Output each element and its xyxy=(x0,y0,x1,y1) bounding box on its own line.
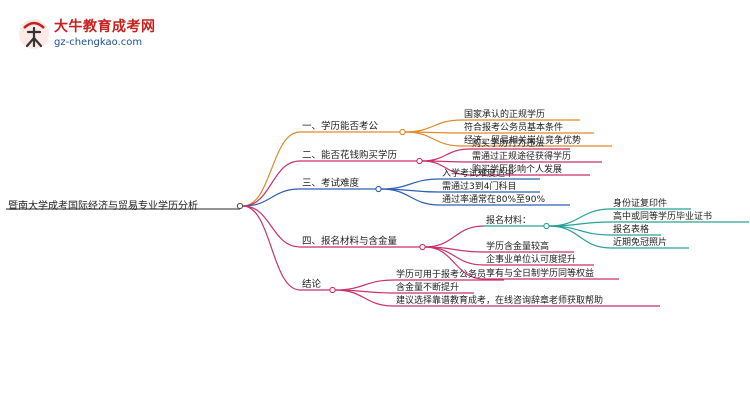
child-node-2-2[interactable]: 需通过正规途径获得学历 xyxy=(472,150,571,162)
child-node-2-3[interactable]: 购买学历影响个人发展 xyxy=(472,163,562,175)
child-edge-1-1 xyxy=(404,119,463,133)
grandchild-node-2[interactable]: 高中或同等学历毕业证书 xyxy=(613,210,712,222)
mind-map-edges xyxy=(6,119,749,307)
child-node-2-1[interactable]: 购买学历行为违法 xyxy=(472,137,544,149)
branch-node-dot-1[interactable] xyxy=(399,128,406,136)
child-node-1-2[interactable]: 符合报考公务员基本条件 xyxy=(464,121,563,133)
child-edge-5-3 xyxy=(334,289,395,307)
mind-map-nodes: 暨南大学成考国际经济与贸易专业学历分析 一、学历能否考公 国家承认的正规学历符合报… xyxy=(8,108,712,306)
child-node-5-2[interactable]: 含金量不断提升 xyxy=(396,281,459,293)
branch-node-4[interactable]: 四、报名材料与含金量 xyxy=(302,235,398,247)
child-edge-2-1 xyxy=(421,148,471,162)
child-edge-4-1 xyxy=(424,225,485,248)
grandchild-edge-2 xyxy=(548,221,612,227)
child-node-3-3[interactable]: 通过率通常在80%至90% xyxy=(442,193,545,205)
branch-edge-4 xyxy=(242,205,301,248)
child-node-5-1[interactable]: 学历可用于报考公务员 xyxy=(396,268,486,280)
child-edge-1-3 xyxy=(404,131,463,147)
brand-name: 大牛教育成考网 xyxy=(54,19,156,35)
branch-node-2[interactable]: 二、能否花钱购买学历 xyxy=(302,149,397,161)
child-edge-2-3 xyxy=(421,160,471,176)
grandchild-node-4[interactable]: 近期免冠照片 xyxy=(613,236,667,248)
child-node-3-2[interactable]: 需通过3到4门科目 xyxy=(442,180,516,192)
branch-edge-2 xyxy=(242,160,301,207)
bull-logo-icon xyxy=(19,19,49,49)
child-node-1-1[interactable]: 国家承认的正规学历 xyxy=(464,108,545,120)
grandchild-node-1[interactable]: 身份证复印件 xyxy=(613,197,667,209)
child-node-5-3[interactable]: 建议选择靠谱教育成考，在线咨询辞章老师获取帮助 xyxy=(396,294,603,306)
branch-edge-5 xyxy=(242,205,301,291)
child-edge-3-3 xyxy=(380,188,441,206)
root-node[interactable]: 暨南大学成考国际经济与贸易专业学历分析 xyxy=(8,199,198,212)
child-edge-5-1 xyxy=(334,279,395,291)
branch-node-dot-4[interactable] xyxy=(419,243,426,251)
branch-node-dot-2[interactable] xyxy=(416,157,423,165)
branch-node-dot-3[interactable] xyxy=(375,185,382,193)
grandchild-node-3[interactable]: 报名表格 xyxy=(613,223,649,235)
child-node-4-2[interactable]: 学历含金量较高 xyxy=(486,240,549,252)
child-edge-3-1 xyxy=(380,178,441,190)
child-node-4-4[interactable]: 享有与全日制学历同等权益 xyxy=(486,267,594,279)
brand-logo[interactable]: 大牛教育成考网 gz-chengkao.com xyxy=(18,14,158,54)
child-edge-4-4 xyxy=(424,246,485,280)
branch-edge-1 xyxy=(242,131,301,207)
branch-node-3[interactable]: 三、考试难度 xyxy=(302,177,360,189)
child-node-4-3[interactable]: 企事业单位认可度提升 xyxy=(486,253,576,265)
child-node-dot-4-1[interactable] xyxy=(543,222,550,230)
grandchild-edge-4 xyxy=(548,225,612,249)
brand-url: gz-chengkao.com xyxy=(54,37,143,48)
branch-node-5[interactable]: 结论 xyxy=(302,278,322,290)
child-node-3-1[interactable]: 入学考试难度适中 xyxy=(442,167,514,179)
branch-node-dot-5[interactable] xyxy=(329,286,336,294)
branch-node-1[interactable]: 一、学历能否考公 xyxy=(302,120,379,132)
child-node-4-1[interactable]: 报名材料： xyxy=(486,214,531,226)
root-node-dot[interactable] xyxy=(236,202,244,210)
branch-edge-3 xyxy=(242,188,301,207)
child-node-1-3[interactable]: 经济、贸易相关岗位竞争优势 xyxy=(464,134,581,146)
